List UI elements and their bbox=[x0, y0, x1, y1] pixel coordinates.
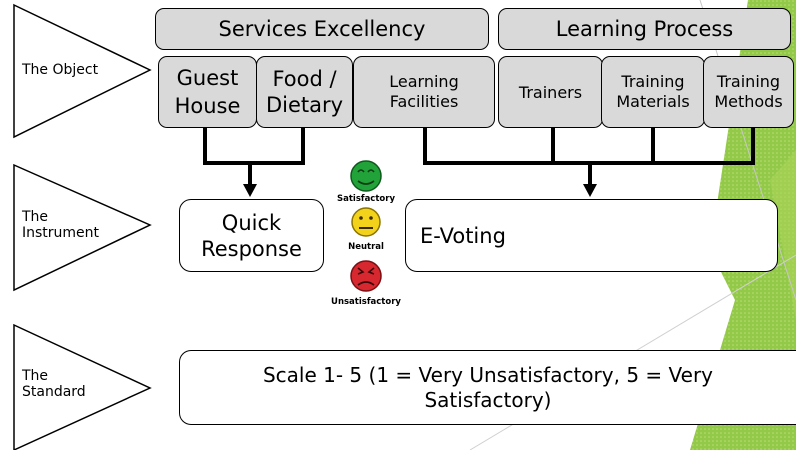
instrument-e-voting: E-Voting bbox=[405, 199, 778, 272]
header-learning-process: Learning Process bbox=[498, 8, 791, 50]
arrow-right bbox=[583, 184, 597, 197]
object-food-dietary: Food / Dietary bbox=[256, 56, 353, 128]
satisfactory-caption: Satisfactory bbox=[336, 194, 395, 204]
row-label-instrument: The Instrument bbox=[22, 209, 100, 241]
standard-scale: Scale 1- 5 (1 = Very Unsatisfactory, 5 =… bbox=[179, 350, 796, 425]
object-training-methods: Training Methods bbox=[703, 56, 794, 128]
e-voting-label: E-Voting bbox=[420, 223, 506, 248]
connector-left bbox=[203, 128, 305, 186]
arrow-left bbox=[243, 184, 257, 197]
header-services-excellency: Services Excellency bbox=[155, 8, 489, 50]
object-guest-house: Guest House bbox=[158, 56, 257, 128]
satisfactory-face-icon bbox=[350, 160, 382, 192]
decor-green-shape-light bbox=[770, 150, 796, 320]
instrument-quick-response: Quick Response bbox=[179, 199, 324, 272]
decor-line bbox=[699, 0, 796, 301]
unsatisfactory-face-icon bbox=[350, 260, 382, 292]
object-chevron bbox=[13, 3, 152, 139]
object-trainers: Trainers bbox=[498, 56, 603, 128]
connector-right bbox=[423, 128, 755, 186]
instrument-chevron bbox=[13, 163, 152, 292]
neutral-caption: Neutral bbox=[348, 242, 384, 252]
object-training-materials: Training Materials bbox=[601, 56, 705, 128]
row-label-standard: The Standard bbox=[22, 368, 86, 400]
row-label-object: The Object bbox=[22, 62, 99, 78]
neutral-face-icon bbox=[351, 207, 381, 237]
standard-chevron bbox=[13, 323, 152, 450]
object-learning-facilities: Learning Facilities bbox=[353, 56, 495, 128]
unsatisfactory-caption: Unsatisfactory bbox=[331, 297, 401, 307]
